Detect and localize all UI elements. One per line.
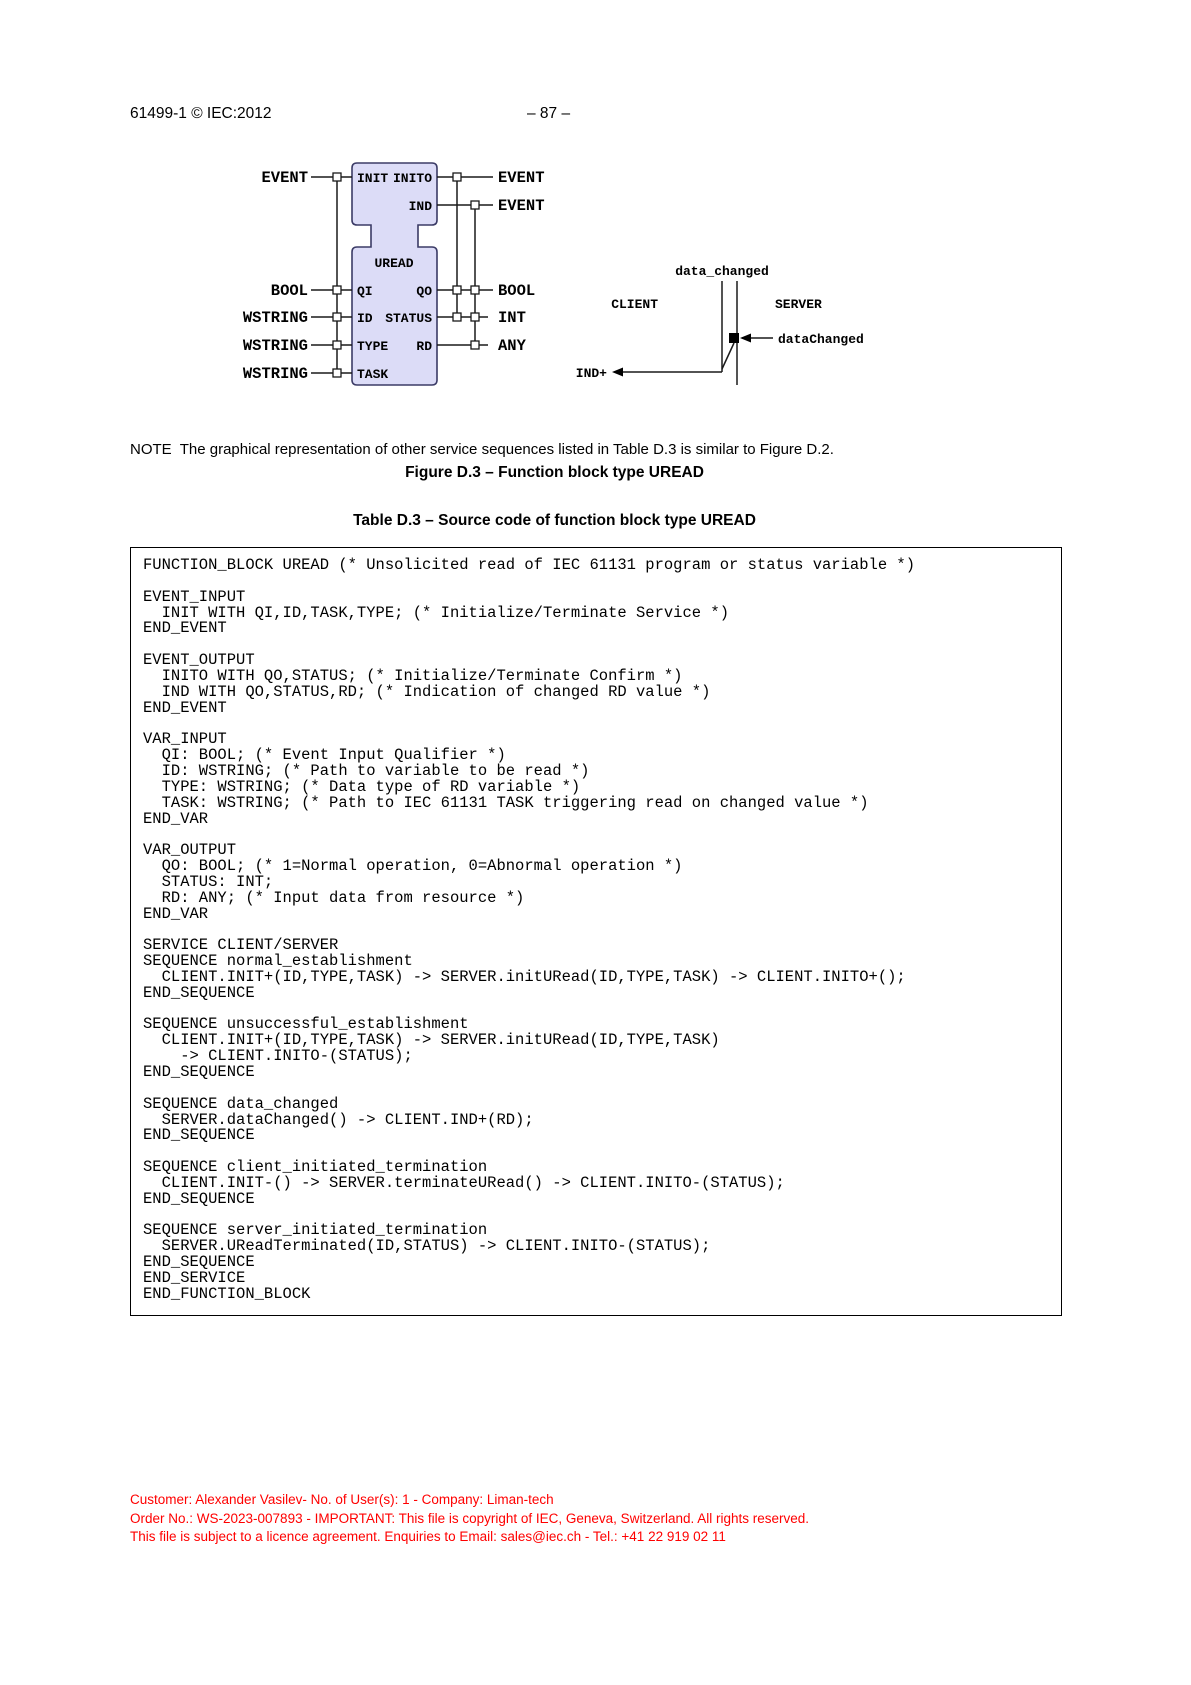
right-type-event-1: EVENT [498,169,545,187]
fb-var-in-id: ID [357,311,373,326]
sequence-transaction-square [729,333,739,343]
sequence-server-primitive: dataChanged [778,332,864,347]
sequence-name: data_changed [675,264,769,279]
left-type-wstring-3: WSTRING [243,365,308,383]
right-type-bool: BOOL [498,282,535,300]
document-reference: 61499-1 © IEC:2012 [130,105,272,122]
right-with-squares [452,172,480,350]
function-block-shape [351,162,438,386]
left-type-wstring-2: WSTRING [243,337,308,355]
fb-var-in-type: TYPE [357,339,388,354]
right-type-any: ANY [498,337,527,355]
fb-var-out-status: STATUS [385,311,432,326]
license-watermark: Customer: Alexander Vasilev- No. of User… [130,1491,809,1547]
figure-note: NOTE The graphical representation of oth… [130,441,834,458]
sequence-server-label: SERVER [775,297,822,312]
license-line-2: Order No.: WS-2023-007893 - IMPORTANT: T… [130,1510,810,1526]
sequence-diagonal-line [721,342,735,370]
function-block-figure: INIT INITO IND UREAD QI QO ID STATUS TYP… [243,162,864,386]
left-type-wstring-1: WSTRING [243,309,308,327]
ind-plus-arrow [612,367,722,377]
left-connection-wires [311,176,352,374]
fb-event-output-inito: INITO [393,171,432,186]
data-changed-arrow [740,333,773,343]
figure-caption: Figure D.3 – Function block type UREAD [405,464,704,481]
right-connection-wires [437,176,493,346]
license-line-1: Customer: Alexander Vasilev- No. of User… [130,1492,554,1507]
fb-var-out-qo: QO [416,284,432,299]
fb-type-name: UREAD [374,256,413,271]
sequence-client-label: CLIENT [611,297,658,312]
fb-event-input-init: INIT [357,171,388,186]
page-number: – 87 – [527,105,571,122]
fb-var-in-task: TASK [357,367,388,382]
left-with-squares [332,172,342,378]
source-code-block: FUNCTION_BLOCK UREAD (* Unsolicited read… [130,547,1062,1316]
left-type-event: EVENT [261,169,308,187]
license-line-3: This file is subject to a licence agreem… [130,1529,726,1544]
fb-event-output-ind: IND [409,199,433,214]
sequence-client-primitive: IND+ [576,366,607,381]
fb-var-in-qi: QI [357,284,373,299]
table-caption: Table D.3 – Source code of function bloc… [353,512,756,529]
right-type-event-2: EVENT [498,197,545,215]
fb-var-out-rd: RD [416,339,432,354]
right-type-int: INT [498,309,526,327]
left-type-bool: BOOL [271,282,308,300]
